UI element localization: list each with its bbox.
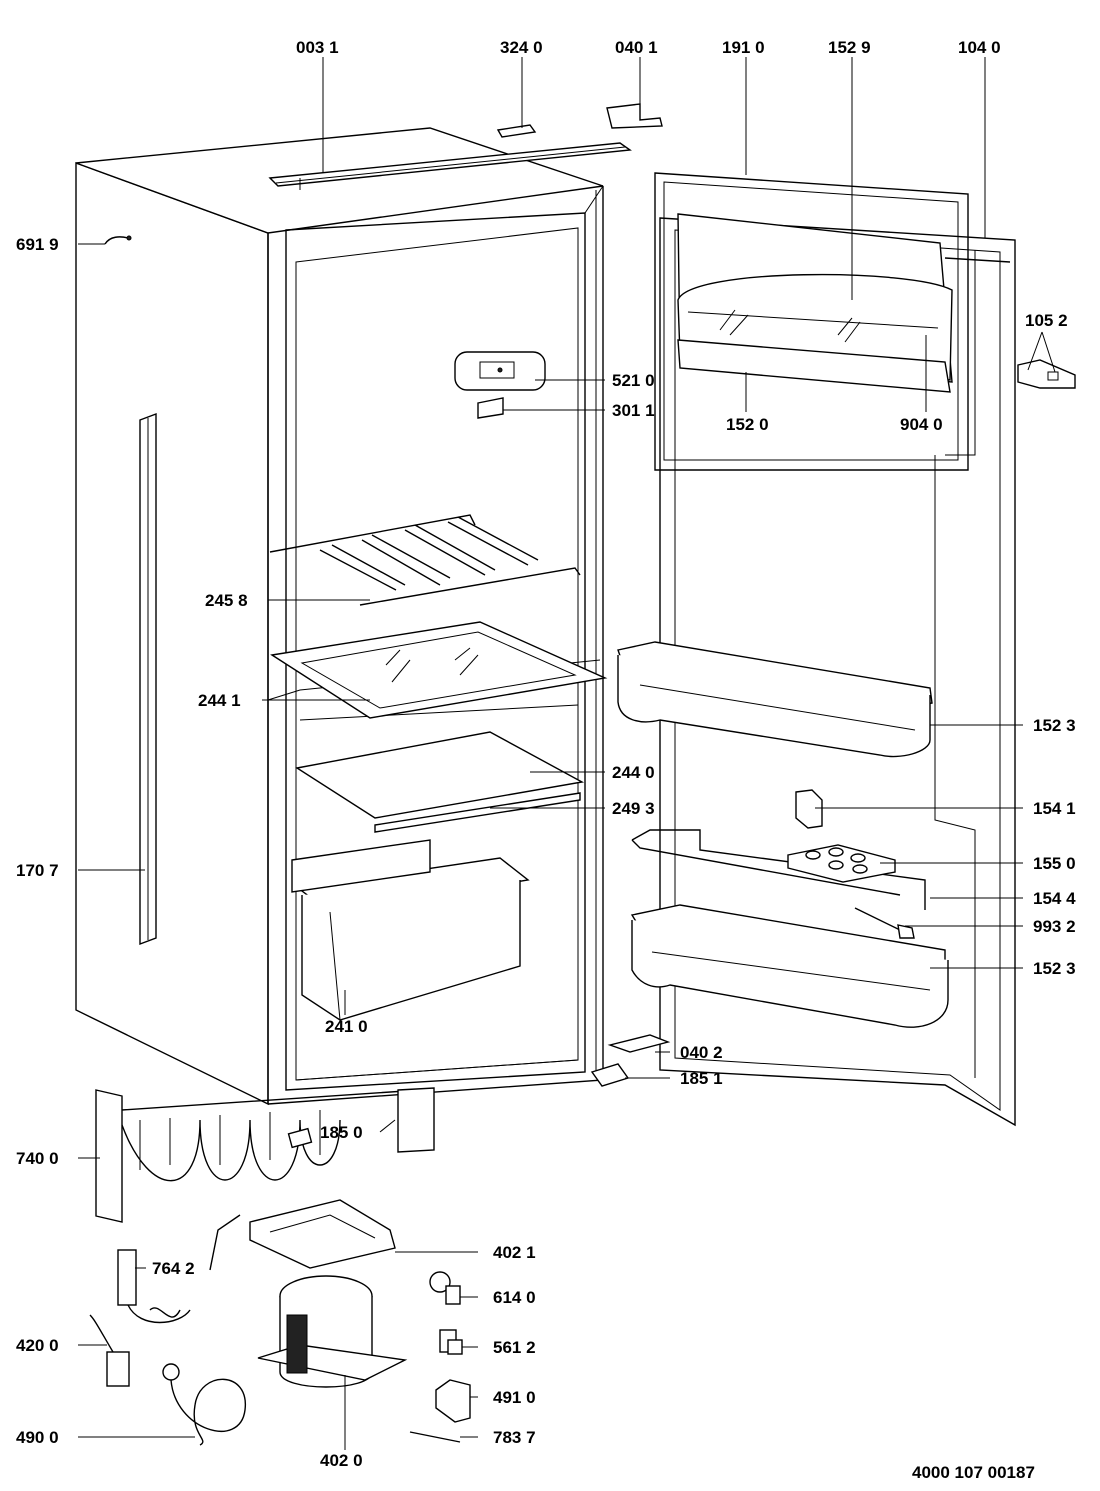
door-brackets [104, 103, 671, 1087]
callout-490-0: 490 0 [16, 1428, 59, 1447]
callout-152-3-lower: 152 3 [1033, 959, 1076, 978]
callout-301-1: 301 1 [612, 401, 655, 420]
callout-040-1: 040 1 [615, 38, 658, 57]
callout-740-0: 740 0 [16, 1149, 59, 1168]
thermostat-521 [454, 351, 546, 391]
callout-152-3-upper: 152 3 [1033, 716, 1076, 735]
compressor [257, 1275, 408, 1388]
condenser-coil [95, 1087, 435, 1223]
callout-993-2: 993 2 [1033, 917, 1076, 936]
small-parts [287, 1127, 471, 1443]
callout-185-0: 185 0 [320, 1123, 363, 1142]
callout-105-2: 105 2 [1025, 311, 1068, 330]
glass-shelf-244-1 [270, 621, 608, 719]
callout-155-0: 155 0 [1033, 854, 1076, 873]
capacitor-420 [89, 1314, 130, 1387]
leader-lines [78, 57, 1056, 1450]
callout-614-0: 614 0 [493, 1288, 536, 1307]
callout-691-9: 691 9 [16, 235, 59, 254]
label-301 [477, 397, 504, 419]
compressor-bracket-402-1 [249, 1199, 396, 1269]
callout-324-0: 324 0 [500, 38, 543, 57]
callout-245-8: 245 8 [205, 591, 248, 610]
dairy-lid-152-9 [677, 339, 951, 393]
callout-491-0: 491 0 [493, 1388, 536, 1407]
door-gasket-191 [654, 172, 969, 471]
callout-191-0: 191 0 [722, 38, 765, 57]
callout-561-2: 561 2 [493, 1338, 536, 1357]
door-probe-993 [854, 907, 915, 939]
callout-249-3: 249 3 [612, 799, 655, 818]
callout-labels: 003 1 324 0 040 1 191 0 152 9 104 0 691 … [16, 38, 1076, 1482]
callout-170-7: 170 7 [16, 861, 59, 880]
callout-040-2: 040 2 [680, 1043, 723, 1062]
drier-filter [117, 1214, 241, 1324]
callout-104-0: 104 0 [958, 38, 1001, 57]
egg-tray-155 [787, 844, 896, 883]
callout-521-0: 521 0 [612, 371, 655, 390]
callout-904-0: 904 0 [900, 415, 943, 434]
callout-241-0: 241 0 [325, 1017, 368, 1036]
callout-402-1: 402 1 [493, 1243, 536, 1262]
callout-402-0: 402 0 [320, 1451, 363, 1470]
hinge-105 [1017, 359, 1076, 389]
callout-152-0: 152 0 [726, 415, 769, 434]
bottle-rail-154-4 [631, 829, 926, 910]
callout-185-1: 185 1 [680, 1069, 723, 1088]
shelf-strip-249-3 [374, 792, 581, 833]
power-cord-490 [162, 1363, 246, 1446]
shelf-244-0 [295, 731, 585, 819]
callout-154-1: 154 1 [1033, 799, 1076, 818]
callout-003-1: 003 1 [296, 38, 339, 57]
callout-152-9: 152 9 [828, 38, 871, 57]
door-bin-upper-152-3 [617, 641, 933, 758]
door-bin-lower-152-3 [630, 904, 949, 1028]
evaporator-245 [269, 514, 581, 606]
callout-154-4: 154 4 [1033, 889, 1076, 908]
callout-244-0: 244 0 [612, 763, 655, 782]
crisper-241 [291, 839, 530, 1021]
callout-244-1: 244 1 [198, 691, 241, 710]
document-number: 4000 107 00187 [912, 1463, 1035, 1482]
callout-783-7: 783 7 [493, 1428, 536, 1447]
callout-420-0: 420 0 [16, 1336, 59, 1355]
bottle-clip-154-1 [795, 789, 823, 829]
cabinet-body [75, 127, 632, 1106]
callout-764-2: 764 2 [152, 1259, 195, 1278]
